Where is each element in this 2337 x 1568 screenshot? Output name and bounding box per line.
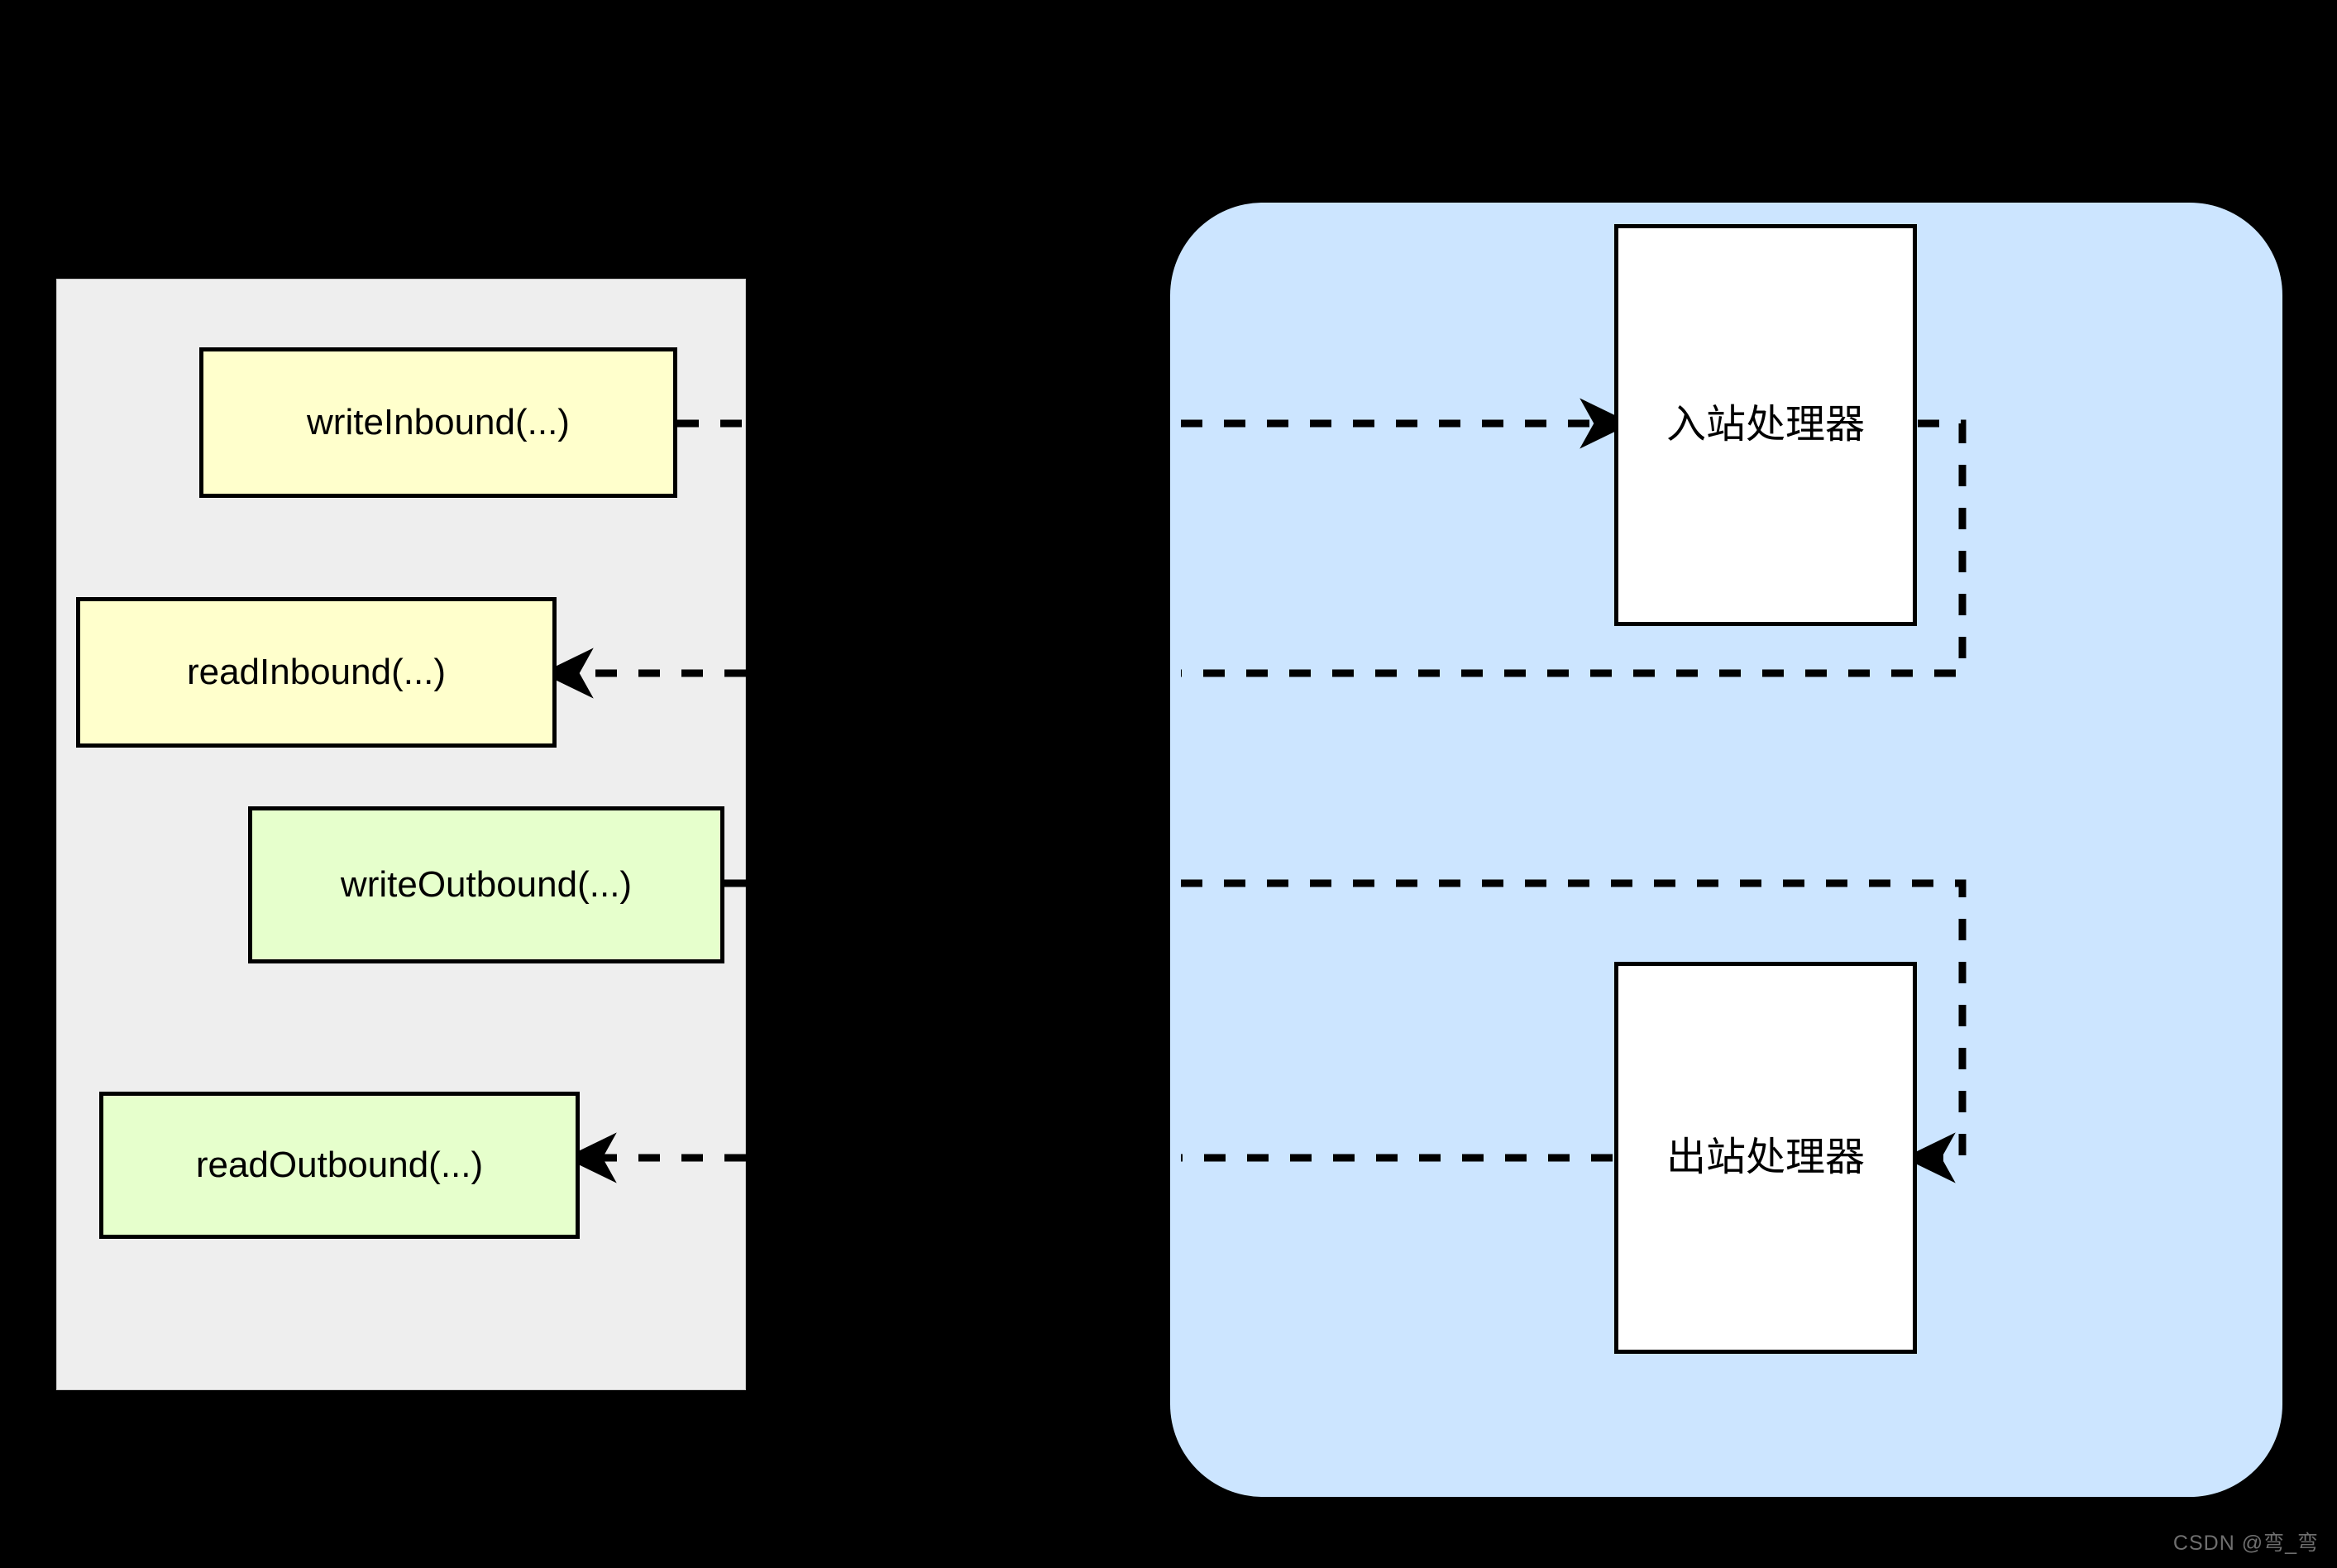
node-read-inbound[interactable]: readInbound(...): [76, 597, 557, 748]
node-read-outbound[interactable]: readOutbound(...): [99, 1092, 580, 1239]
node-write-inbound-label: writeInbound(...): [307, 401, 570, 442]
node-write-inbound[interactable]: writeInbound(...): [199, 347, 677, 498]
watermark: CSDN @弯_弯: [2172, 1532, 2319, 1555]
node-write-outbound-label: writeOutbound(...): [340, 863, 633, 905]
node-write-outbound[interactable]: writeOutbound(...): [248, 806, 724, 963]
node-outbound-handler[interactable]: 出站处理器: [1614, 962, 1917, 1354]
node-read-inbound-label: readInbound(...): [186, 651, 447, 692]
node-read-outbound-label: readOutbound(...): [195, 1144, 484, 1185]
node-inbound-handler[interactable]: 入站处理器: [1614, 224, 1917, 626]
node-outbound-handler-label: 出站处理器: [1666, 1135, 1865, 1179]
node-inbound-handler-label: 入站处理器: [1666, 402, 1865, 447]
